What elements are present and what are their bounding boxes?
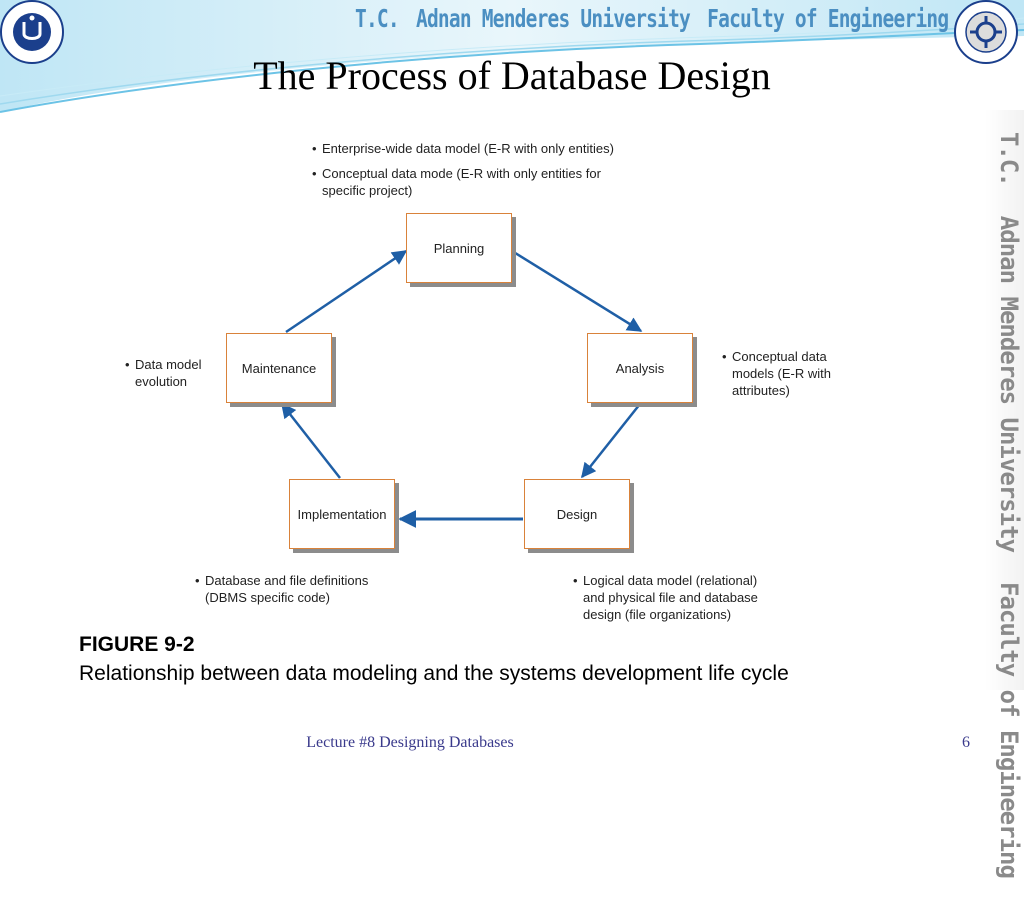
figure-caption: Relationship between data modeling and t… — [79, 662, 789, 685]
note-maintenance: Data model evolution — [125, 356, 215, 390]
stage-maintenance-label: Maintenance — [241, 360, 317, 376]
stage-planning: Planning — [406, 213, 512, 283]
banner-faculty: Faculty of Engineering — [707, 4, 949, 33]
note-design-item-1: Logical data model (relational) and phys… — [573, 572, 773, 623]
stage-implementation-label: Implementation — [297, 506, 387, 522]
diagram-arrows — [281, 249, 643, 528]
university-logo — [0, 0, 64, 64]
note-analysis-item-1: Conceptual data models (E-R with attribu… — [722, 348, 847, 399]
note-maintenance-item-1: Data model evolution — [125, 356, 215, 390]
banner-university: Adnan Menderes University — [416, 4, 691, 33]
stage-analysis-label: Analysis — [615, 360, 665, 376]
banner-tc: T.C. — [355, 4, 400, 33]
page-number: 6 — [962, 734, 970, 751]
arrow-analysis-to-design — [581, 403, 641, 479]
stage-analysis: Analysis — [587, 333, 693, 403]
stage-design: Design — [524, 479, 630, 549]
stage-implementation: Implementation — [289, 479, 395, 549]
note-implementation: Database and file definitions (DBMS spec… — [195, 572, 385, 606]
note-planning-item-2: Conceptual data mode (E-R with only enti… — [312, 165, 622, 199]
stage-design-label: Design — [556, 506, 598, 522]
note-planning: Enterprise-wide data model (E-R with onl… — [312, 140, 632, 199]
side-band — [985, 110, 1024, 690]
note-planning-item-1: Enterprise-wide data model (E-R with onl… — [312, 140, 632, 157]
footer-lecture-title: Lecture #8 Designing Databases — [306, 734, 514, 751]
slide-title: The Process of Database Design — [253, 53, 771, 98]
note-analysis: Conceptual data models (E-R with attribu… — [722, 348, 847, 399]
arrow-planning-to-analysis — [511, 249, 643, 333]
engineering-faculty-logo — [954, 0, 1018, 64]
arrow-implementation-to-maintenance — [281, 402, 341, 479]
institution-banner: T.C. Adnan Menderes University Faculty of … — [355, 4, 965, 33]
header-decoration — [0, 0, 1024, 113]
stage-maintenance: Maintenance — [226, 333, 332, 403]
figure-label: FIGURE 9-2 — [79, 633, 195, 656]
note-implementation-item-1: Database and file definitions (DBMS spec… — [195, 572, 385, 606]
note-design: Logical data model (relational) and phys… — [573, 572, 773, 623]
stage-planning-label: Planning — [433, 240, 485, 256]
arrow-maintenance-to-planning — [285, 249, 408, 334]
